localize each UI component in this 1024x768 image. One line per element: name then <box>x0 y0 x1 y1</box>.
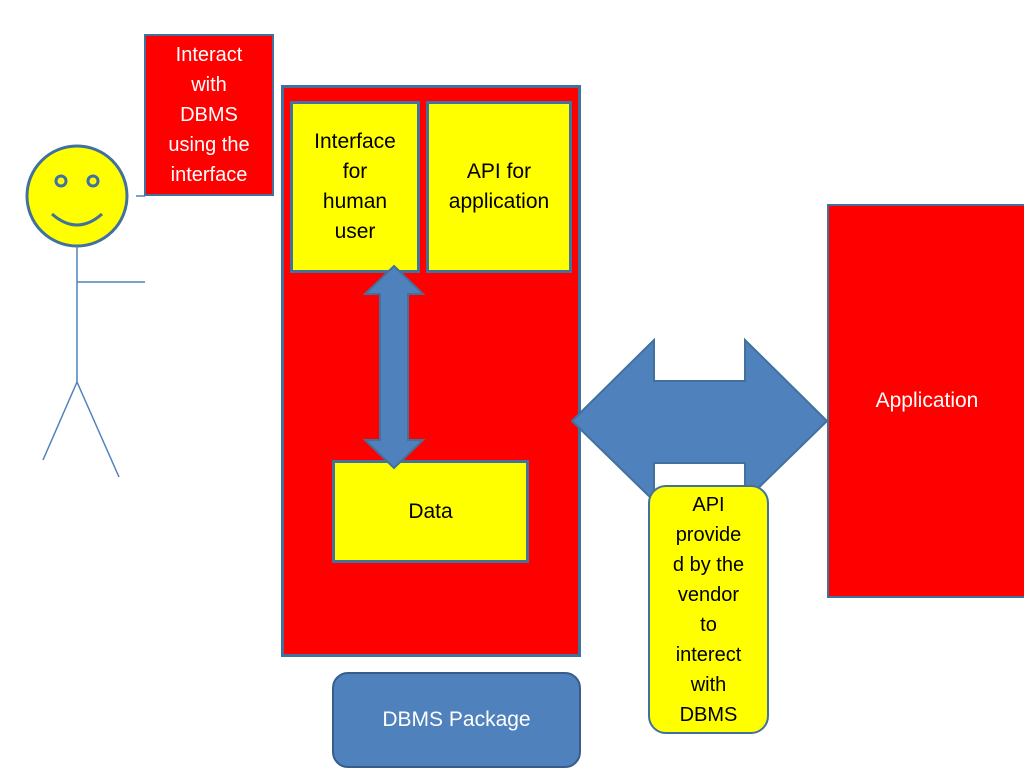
right-leg <box>76 381 120 478</box>
human-interface-box: Interface for human user <box>290 101 420 273</box>
right-eye <box>86 174 100 188</box>
dbms-package-label: DBMS Package <box>332 672 581 768</box>
horizontal-double-arrow-icon <box>570 337 829 504</box>
user-interaction-note: Interact with DBMS using the interface <box>144 34 274 196</box>
left-leg <box>42 381 78 461</box>
smile <box>51 212 103 227</box>
stick-figure <box>25 144 145 478</box>
left-eye <box>54 174 68 188</box>
vertical-double-arrow-icon <box>362 264 426 470</box>
application-box: Application <box>827 204 1024 598</box>
data-box: Data <box>332 460 529 563</box>
api-for-application-box: API for application <box>426 101 572 273</box>
api-callout: API provide d by the vendor to interect … <box>648 485 769 734</box>
